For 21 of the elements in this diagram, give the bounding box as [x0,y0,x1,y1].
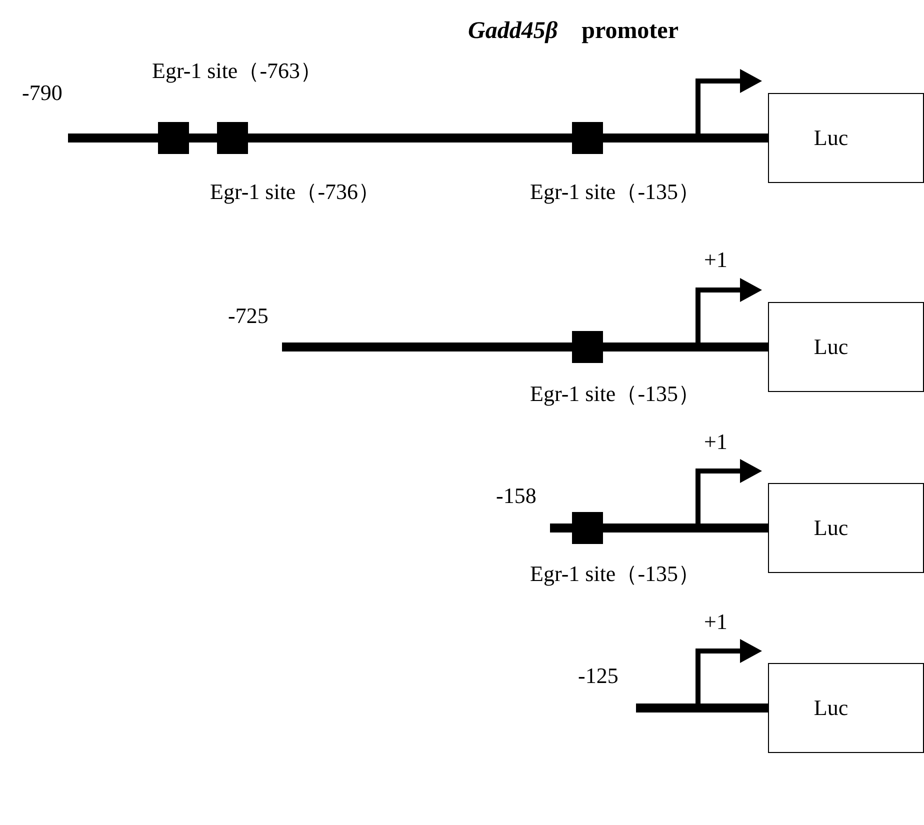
position-label: -158 [496,483,536,509]
position-label: -125 [578,663,618,689]
start-site-label: +1 [704,247,728,273]
reporter-box: Luc [768,93,924,183]
promoter-line [68,134,768,142]
start-site-label: +1 [704,609,728,635]
site-label: Egr-1 site（-135） [530,561,700,587]
site-label: Egr-1 site（-736） [210,179,380,205]
promoter-line [282,342,768,352]
site-label: Egr-1 site（-135） [530,179,700,205]
position-label: -790 [22,80,62,106]
site-label: Egr-1 site（-135） [530,381,700,407]
reporter-box: Luc [768,663,924,753]
start-site-label: +1 [704,429,728,455]
title: Gadd45β promoter [468,18,678,44]
reporter-box: Luc [768,302,924,392]
position-label: -725 [228,303,268,329]
reporter-box: Luc [768,483,924,573]
promoter-line [550,524,768,532]
site-label: Egr-1 site（-763） [152,58,322,84]
promoter-line [636,704,768,712]
